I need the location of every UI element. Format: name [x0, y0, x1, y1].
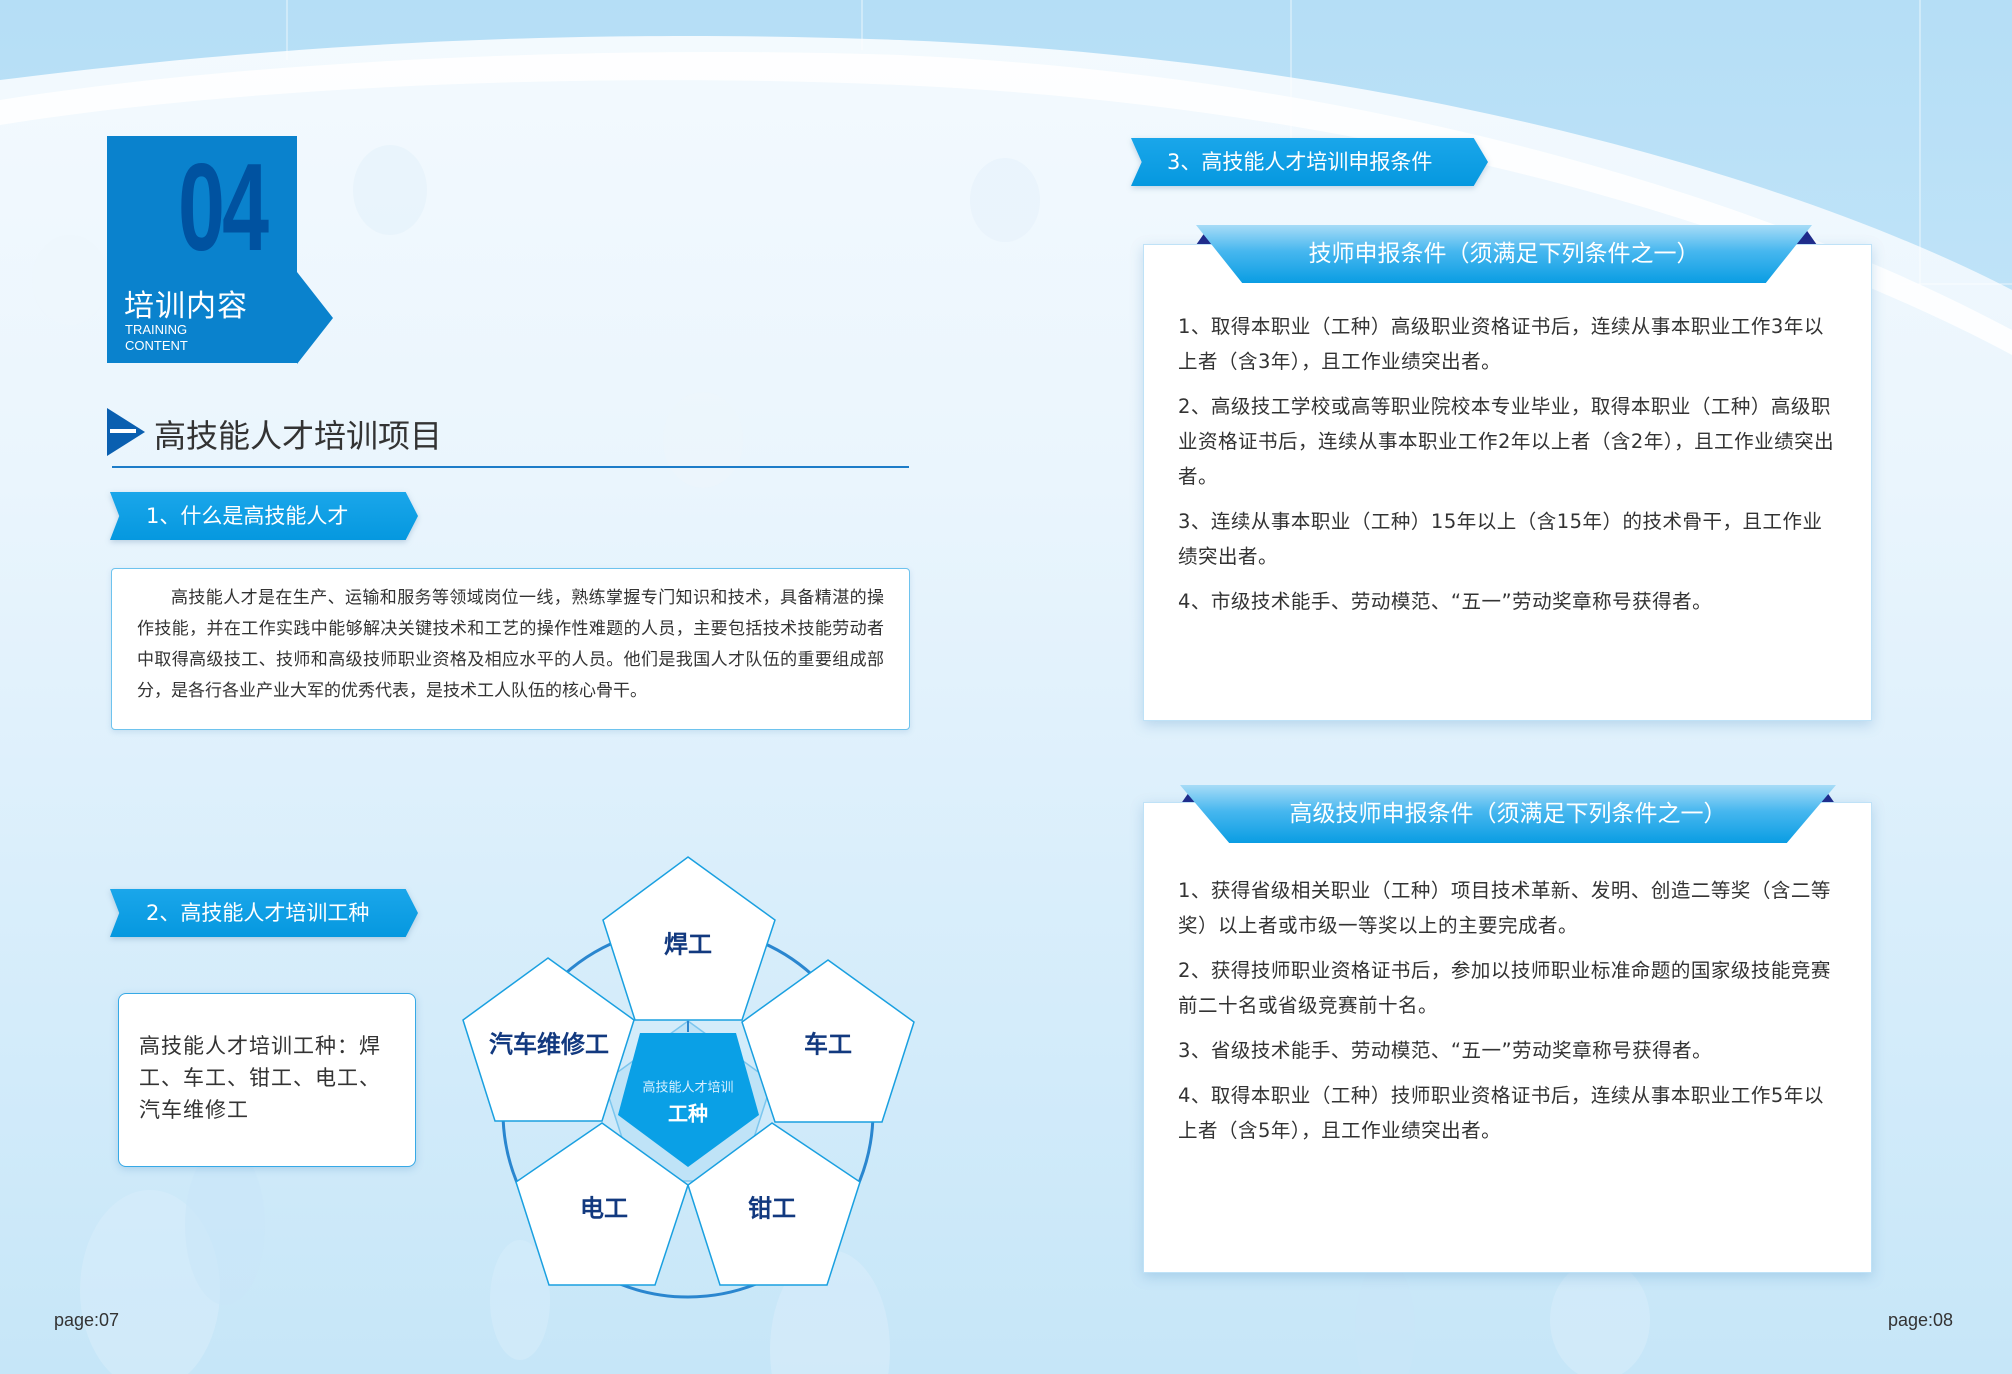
center-label-big: 工种	[668, 1101, 708, 1126]
tag-conditions: 3、高技能人才培训申报条件	[1131, 138, 1488, 186]
senior-technician-conditions-title: 高级技师申报条件（须满足下列条件之一）	[1180, 785, 1836, 843]
tag-what-is-container: 1、什么是高技能人才	[110, 492, 418, 540]
list-item: 2、获得技师职业资格证书后，参加以技师职业标准命题的国家级技能竞赛前二十名或省级…	[1178, 959, 1831, 1017]
tag-what-is: 1、什么是高技能人才	[110, 492, 418, 540]
section-divider	[112, 466, 909, 468]
list-item: 3、省级技术能手、劳动模范、“五一”劳动奖章称号获得者。	[1178, 1039, 1713, 1062]
pentagon-diagram-graphic	[462, 856, 915, 1299]
center-label-small: 高技能人才培训	[642, 1080, 734, 1096]
chapter-arrow-icon	[297, 272, 333, 364]
section-title: 高技能人才培训项目	[154, 417, 443, 455]
chapter-title-en-line1: TRAINING	[125, 322, 188, 337]
types-summary-box: 高技能人才培训工种：焊工、车工、钳工、电工、汽车维修工	[118, 993, 416, 1167]
tag-types: 2、高技能人才培训工种	[110, 889, 418, 937]
tag-types-container: 2、高技能人才培训工种	[110, 889, 418, 937]
chapter-title-en: TRAINING CONTENT	[125, 322, 188, 354]
definition-box: 高技能人才是在生产、运输和服务等领域岗位一线，熟练掌握专门知识和技术，具备精湛的…	[111, 568, 910, 730]
petal-auto-mechanic: 汽车维修工	[489, 1030, 609, 1059]
technician-conditions-title: 技师申报条件（须满足下列条件之一）	[1196, 225, 1812, 283]
section-marker	[110, 429, 136, 433]
page-number-left: page:07	[54, 1310, 120, 1330]
tag-conditions-container: 3、高技能人才培训申报条件	[1131, 138, 1488, 186]
chapter-block	[107, 136, 297, 363]
definition-text: 高技能人才是在生产、运输和服务等领域岗位一线，熟练掌握专门知识和技术，具备精湛的…	[137, 588, 884, 701]
chapter-title-cn: 培训内容	[124, 289, 248, 324]
list-item: 1、获得省级相关职业（工种）项目技术革新、发明、创造二等奖（含二等奖）以上者或市…	[1178, 879, 1831, 937]
technician-conditions-list: 1、取得本职业（工种）高级职业资格证书后，连续从事本职业工作3年以上者（含3年）…	[1178, 309, 1841, 629]
list-item: 1、取得本职业（工种）高级职业资格证书后，连续从事本职业工作3年以上者（含3年）…	[1178, 315, 1824, 373]
types-summary-text: 高技能人才培训工种：焊工、车工、钳工、电工、汽车维修工	[139, 1034, 381, 1122]
petal-lathe: 车工	[804, 1030, 852, 1059]
technician-conditions-card: 1、取得本职业（工种）高级职业资格证书后，连续从事本职业工作3年以上者（含3年）…	[1143, 244, 1872, 721]
work-types-diagram: 焊工 车工 钳工 电工 汽车维修工 高技能人才培训 工种	[450, 850, 930, 1300]
page-number-right: page:08	[1888, 1310, 1954, 1330]
petal-fitter: 钳工	[748, 1194, 796, 1223]
chapter-number: 04	[178, 139, 269, 277]
list-item: 2、高级技工学校或高等职业院校本专业毕业，取得本职业（工种）高级职业资格证书后，…	[1178, 395, 1835, 488]
list-item: 4、取得本职业（工种）技师职业资格证书后，连续从事本职业工作5年以上者（含5年）…	[1178, 1084, 1824, 1142]
senior-technician-conditions-list: 1、获得省级相关职业（工种）项目技术革新、发明、创造二等奖（含二等奖）以上者或市…	[1178, 873, 1841, 1158]
list-item: 4、市级技术能手、劳动模范、“五一”劳动奖章称号获得者。	[1178, 590, 1713, 613]
senior-technician-conditions-card: 1、获得省级相关职业（工种）项目技术革新、发明、创造二等奖（含二等奖）以上者或市…	[1143, 802, 1872, 1273]
petal-electrician: 电工	[580, 1194, 628, 1223]
petal-welder: 焊工	[664, 930, 712, 959]
chapter-title-en-line2: CONTENT	[125, 338, 188, 353]
list-item: 3、连续从事本职业（工种）15年以上（含15年）的技术骨干，且工作业绩突出者。	[1178, 510, 1823, 568]
